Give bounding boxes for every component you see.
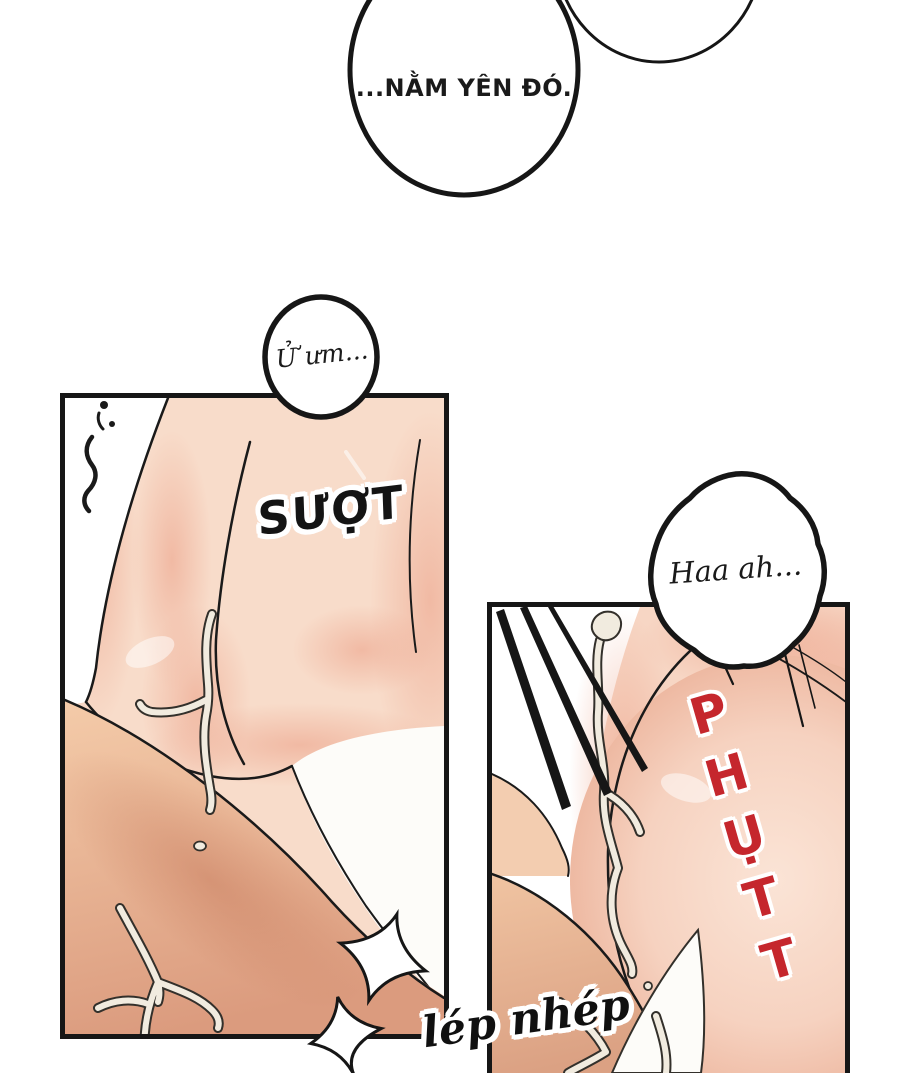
speech-bubble-haa — [648, 471, 827, 670]
speed-lines — [496, 607, 816, 810]
fabric-shape-1 — [291, 726, 444, 1008]
tremble-marks — [82, 401, 115, 514]
sfx-lep-nhep: lép nhép — [419, 979, 633, 1059]
dialogue-text-um: Ử ưm... — [274, 335, 370, 374]
sparkle-icon-1 — [336, 908, 430, 1007]
comic-panel-2 — [487, 602, 850, 1073]
speech-bubble-top — [347, 0, 581, 198]
fabric-shape-2 — [610, 927, 706, 1073]
speech-bubble-um — [262, 294, 380, 420]
sfx-phutt: PHỤTT — [673, 678, 818, 1002]
dialogue-text-top: ...NẰM YÊN ĐÓ. — [355, 74, 573, 102]
dialogue-text-haa: Haa ah... — [668, 547, 803, 591]
speech-bubble-partial — [564, 0, 754, 64]
comic-panel-1 — [60, 393, 449, 1039]
fluid-marks-panel-2 — [555, 610, 672, 1073]
panel-1-frame — [60, 393, 449, 1039]
fluid-marks-panel-1 — [93, 609, 224, 1034]
sfx-suot: SƯỢT — [256, 474, 406, 547]
sparkle-icon-2 — [306, 996, 386, 1073]
